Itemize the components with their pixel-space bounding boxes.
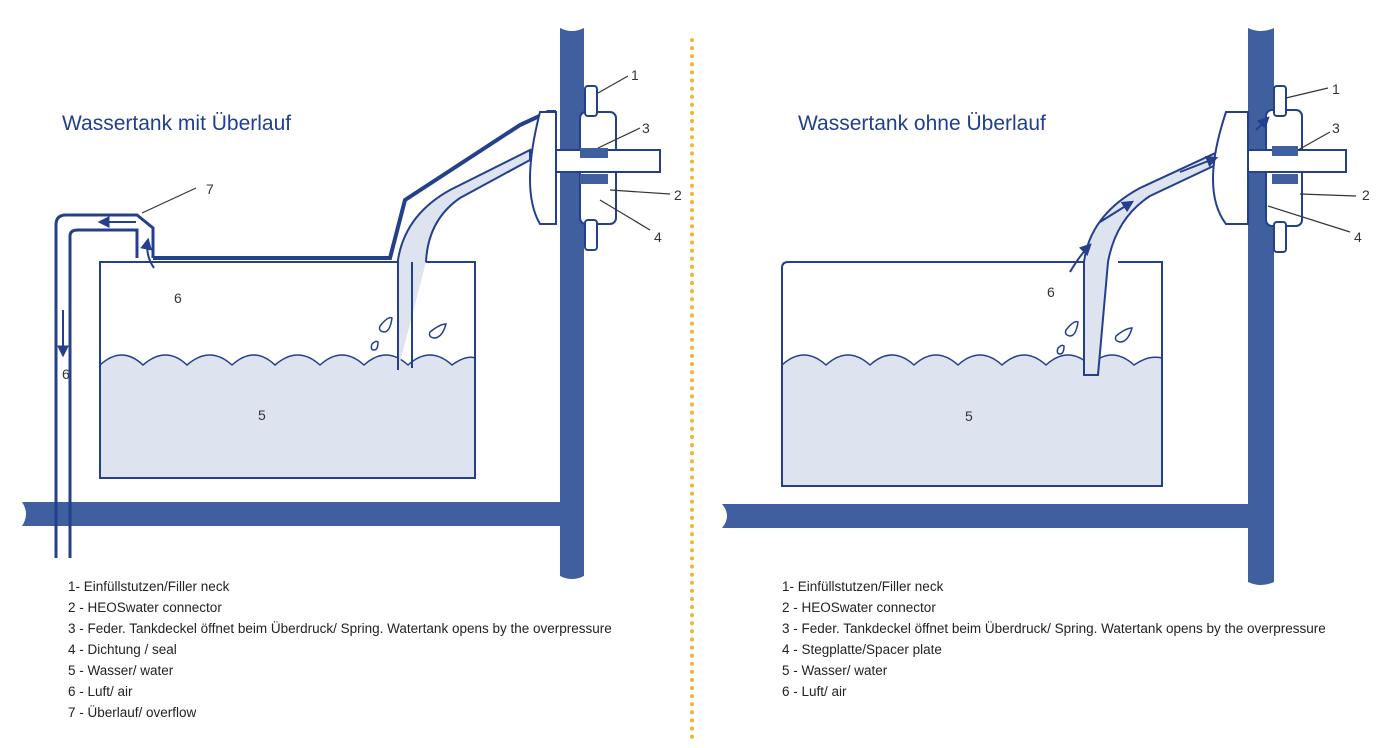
water <box>99 354 476 479</box>
overflow-hose <box>54 213 155 558</box>
floor-beam <box>722 504 1250 528</box>
air-arrow <box>140 237 155 269</box>
legend-item: 2 - HEOSwater connector <box>782 600 936 615</box>
legend-item: 4 - Dichtung / seal <box>68 642 177 657</box>
legend-item: 1- Einfüllstutzen/Filler neck <box>782 579 944 594</box>
callout-5: 5 <box>965 408 973 424</box>
legend-item: 6 - Luft/ air <box>68 684 133 699</box>
fill-pipe <box>397 148 531 370</box>
callout-7: 7 <box>206 181 214 197</box>
air-arrow <box>1179 155 1219 173</box>
floor-beam <box>22 502 560 526</box>
callout-3: 3 <box>642 120 650 136</box>
panel-left: Wassertank mit Überlauf <box>22 28 682 579</box>
panel-right-title: Wassertank ohne Überlauf <box>798 112 1046 135</box>
droplet <box>428 323 447 339</box>
callout-5: 5 <box>258 407 266 423</box>
panel-left-title: Wassertank mit Überlauf <box>62 112 291 135</box>
callout-2: 2 <box>1362 187 1370 203</box>
heoswater-connector <box>1212 85 1347 253</box>
air-arrow <box>1099 200 1135 223</box>
droplet <box>1056 344 1065 355</box>
water-tank <box>99 261 476 479</box>
panel-right: Wassertank ohne Überlauf <box>722 28 1370 585</box>
droplet <box>1064 320 1079 337</box>
callout-4: 4 <box>1354 229 1362 245</box>
legend-item: 7 - Überlauf/ overflow <box>68 705 197 720</box>
legend-item: 3 - Feder. Tankdeckel öffnet beim Überdr… <box>782 621 1326 636</box>
legend-item: 1- Einfüllstutzen/Filler neck <box>68 579 230 594</box>
legend-item: 3 - Feder. Tankdeckel öffnet beim Überdr… <box>68 621 612 636</box>
legend-item: 6 - Luft/ air <box>782 684 847 699</box>
water-tank <box>781 261 1163 487</box>
legend-right: 1- Einfüllstutzen/Filler neck 2 - HEOSwa… <box>782 576 1326 702</box>
legend-item: 2 - HEOSwater connector <box>68 600 222 615</box>
droplet <box>1114 327 1133 343</box>
callout-6: 6 <box>1047 284 1055 300</box>
legend-left: 1- Einfüllstutzen/Filler neck 2 - HEOSwa… <box>68 576 612 723</box>
air-arrow <box>1255 116 1270 131</box>
water <box>781 354 1163 487</box>
droplet <box>370 340 379 351</box>
legend-item: 5 - Wasser/ water <box>68 663 174 678</box>
callout-1: 1 <box>1332 81 1340 97</box>
air-arrow <box>1069 243 1092 273</box>
legend-item: 5 - Wasser/ water <box>782 663 888 678</box>
wall <box>560 28 584 579</box>
heoswater-connector <box>529 85 661 251</box>
callout-6: 6 <box>62 366 70 382</box>
legend-item: 4 - Stegplatte/Spacer plate <box>782 642 942 657</box>
callout-1: 1 <box>631 67 639 83</box>
callout-2: 2 <box>674 187 682 203</box>
callout-3: 3 <box>1332 120 1340 136</box>
droplet <box>378 316 393 333</box>
callout-6: 6 <box>174 290 182 306</box>
callout-4: 4 <box>654 229 662 245</box>
